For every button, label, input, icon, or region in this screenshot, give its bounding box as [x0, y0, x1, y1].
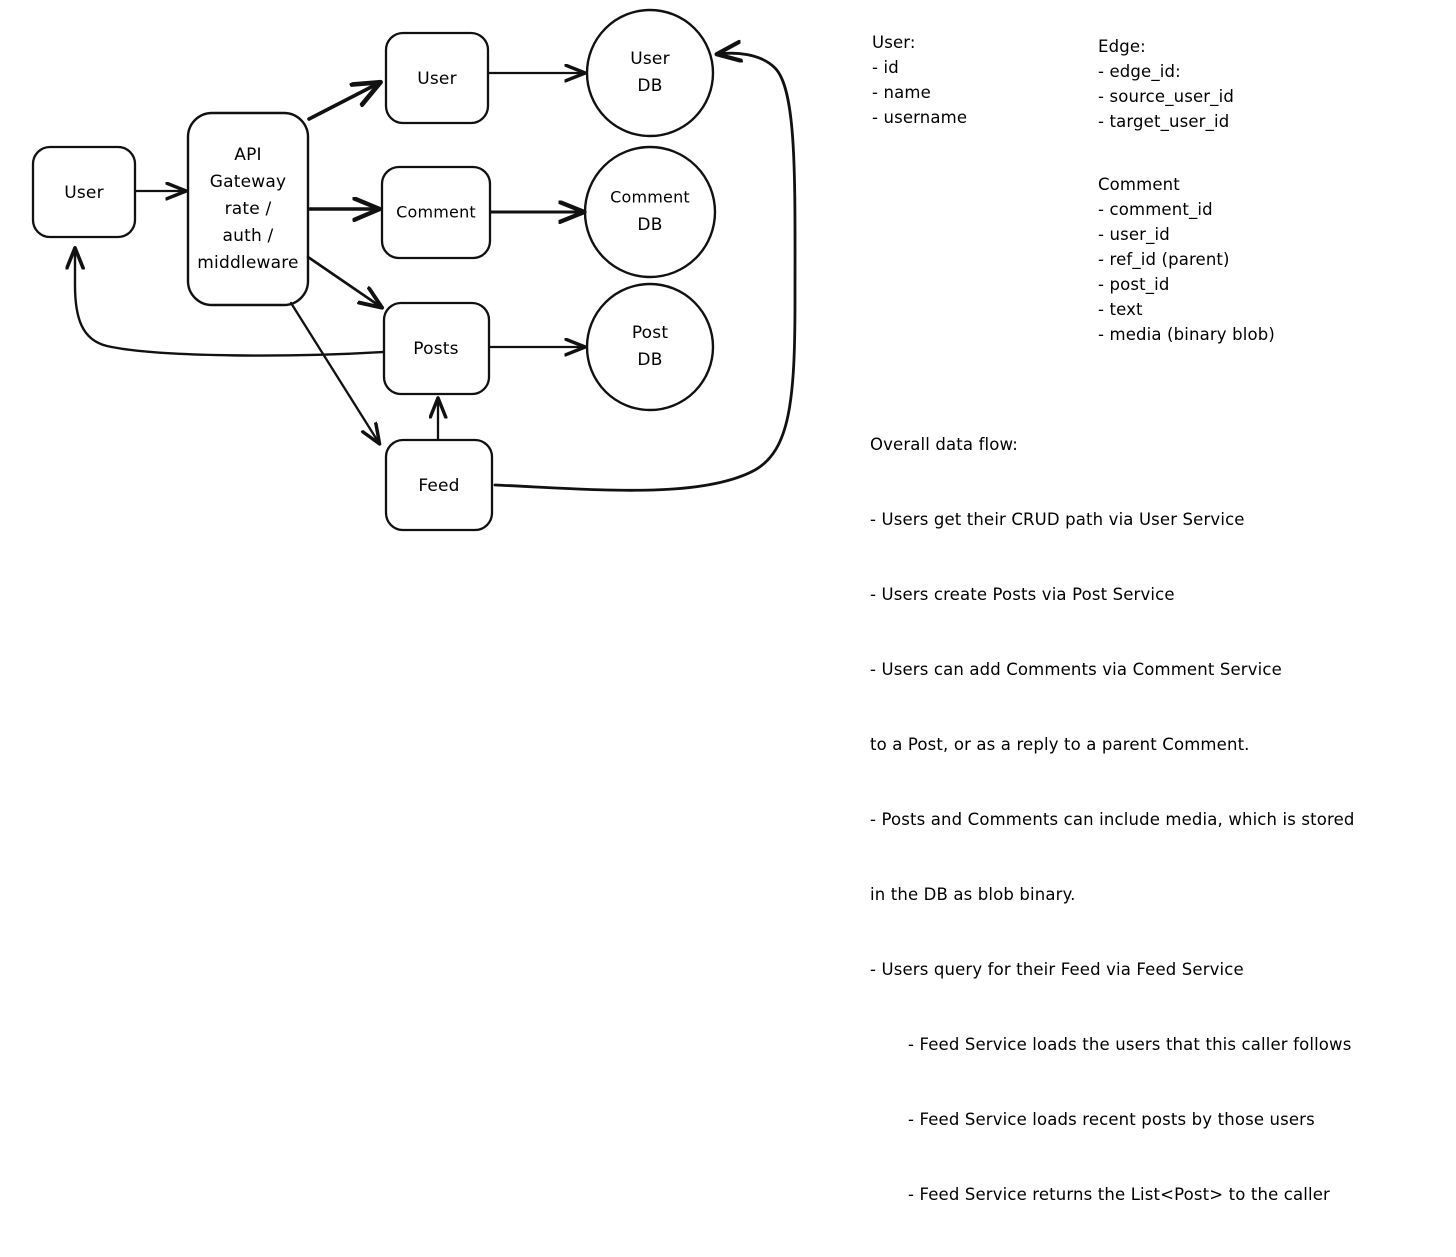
comment-db-line-2: DB [637, 215, 662, 235]
node-user-client-shape [31, 145, 137, 239]
edge-feed-service-to-user-db [493, 53, 797, 492]
data-flow-line: - Users create Posts via Post Service [870, 585, 1175, 604]
node-post-db-shape [585, 282, 715, 412]
data-flow-line: - Users query for their Feed via Feed Se… [870, 960, 1244, 979]
api-gateway-line-2: Gateway [210, 172, 287, 192]
node-api-gateway[interactable]: API Gateway rate / auth / middleware [186, 111, 310, 307]
edge-gateway-to-feed-service [289, 301, 379, 443]
data-flow-line: in the DB as blob binary. [870, 885, 1076, 904]
note-comment-entity: Comment - comment_id - user_id - ref_id … [1098, 175, 1275, 344]
note-data-flow: Overall data flow: - Users get their CRU… [870, 382, 1355, 1257]
node-user-service[interactable]: User [384, 31, 490, 125]
node-post-db[interactable]: Post DB [585, 282, 715, 412]
edge-gateway-to-user-service [307, 83, 379, 121]
node-user-service-label: User [417, 69, 457, 89]
data-flow-sub-line: - Feed Service loads the users that this… [908, 1035, 1352, 1054]
data-flow-line: - Users can add Comments via Comment Ser… [870, 660, 1282, 679]
node-feed-service[interactable]: Feed [384, 438, 494, 532]
architecture-diagram: User API Gateway rate / auth / middlewar… [31, 8, 797, 532]
node-user-client[interactable]: User [31, 145, 137, 239]
node-posts-service-label: Posts [413, 339, 458, 359]
node-comment-service-label: Comment [396, 203, 476, 222]
post-db-line-2: DB [637, 350, 662, 370]
api-gateway-line-3: rate / [225, 199, 272, 219]
node-posts-service-shape [382, 301, 491, 396]
node-comment-db[interactable]: Comment DB [583, 145, 717, 279]
data-flow-heading: Overall data flow: [870, 435, 1018, 454]
note-edge-entity: Edge: - edge_id: - source_user_id - targ… [1098, 37, 1234, 131]
api-gateway-line-5: middleware [197, 253, 298, 273]
data-flow-sub-line: - Feed Service returns the List<Post> to… [908, 1185, 1330, 1204]
node-feed-service-label: Feed [418, 476, 459, 496]
node-user-client-label: User [64, 183, 104, 203]
post-db-line-1: Post [632, 323, 669, 343]
node-api-gateway-shape [186, 111, 310, 307]
data-flow-line: - Users get their CRUD path via User Ser… [870, 510, 1245, 529]
api-gateway-line-1: API [234, 145, 262, 165]
user-db-line-1: User [630, 49, 670, 69]
node-user-service-shape [384, 31, 490, 125]
edge-gateway-to-posts-service [306, 255, 381, 307]
node-comment-service[interactable]: Comment [380, 165, 492, 260]
note-user-entity: User: - id - name - username [872, 33, 968, 127]
data-flow-line: to a Post, or as a reply to a parent Com… [870, 735, 1250, 754]
node-comment-db-shape [583, 145, 717, 279]
user-db-line-2: DB [637, 76, 662, 96]
data-flow-line: - Posts and Comments can include media, … [870, 810, 1355, 829]
comment-db-line-1: Comment [610, 188, 690, 207]
edge-posts-service-to-user-client [75, 249, 385, 357]
api-gateway-line-4: auth / [223, 226, 274, 246]
node-user-db-shape [585, 8, 715, 138]
node-posts-service[interactable]: Posts [382, 301, 491, 396]
node-feed-service-shape [384, 438, 494, 532]
data-flow-sub-line: - Feed Service loads recent posts by tho… [908, 1110, 1315, 1129]
node-user-db[interactable]: User DB [585, 8, 715, 138]
whiteboard-canvas: User API Gateway rate / auth / middlewar… [31, 8, 1354, 1204]
